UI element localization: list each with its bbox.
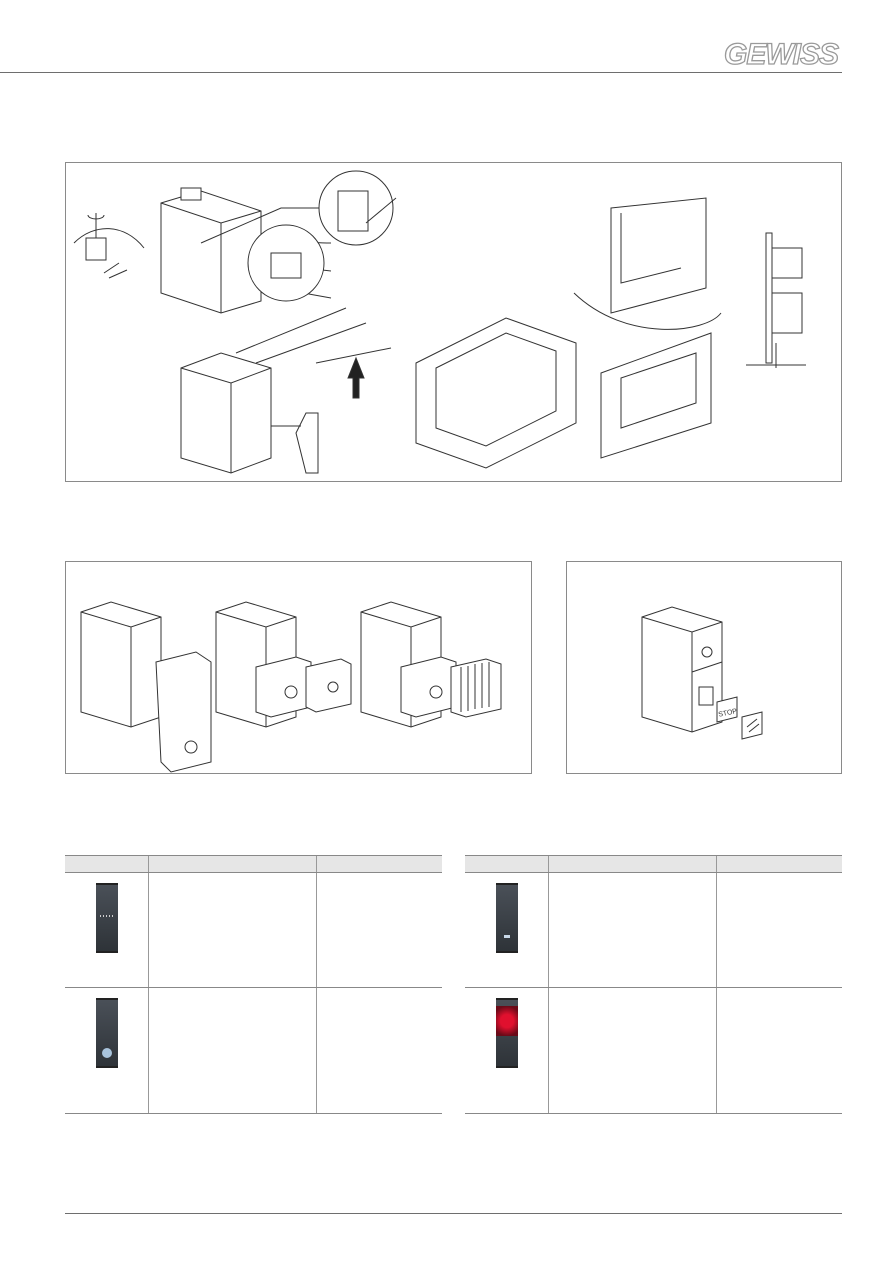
module-with-blank [360,601,502,728]
table-row [65,987,442,1114]
label-insert-panel: STOP [566,561,842,774]
product-table-left [65,855,442,1114]
stop-label-card [716,696,738,723]
table-row [465,872,842,988]
label-insert-drawing: STOP [641,606,763,740]
footer-rule [65,1213,842,1214]
plate-side-profile [746,232,806,368]
transparent-lens [741,711,763,740]
table-row [465,987,842,1114]
column-header [316,855,442,873]
cover-assembly-panel [65,561,532,774]
cover-assembly-drawing [80,601,502,773]
wiring-module [160,187,371,314]
header-rule [0,72,842,73]
cover-plate [610,197,707,314]
red-lamp-image [495,998,518,1068]
installation-illustration-panel [65,162,842,482]
column-header [148,855,317,873]
module-with-button [215,601,352,728]
module-removal [180,307,392,474]
indicator-button-image [95,998,118,1068]
module-with-rocker [80,601,212,773]
cover-plate-front [600,332,712,459]
installation-drawing [73,170,806,474]
key-button-image [495,883,518,953]
table-row [65,872,442,988]
product-table-right [465,855,842,1114]
stop-label-text: STOP [718,708,738,719]
gewiss-logo: GEWISS [723,38,839,71]
column-header [65,855,149,873]
column-header [716,855,842,873]
column-header [548,855,717,873]
mounting-frame [415,317,577,469]
dimmer-module-image [95,883,118,953]
terminal-detail [73,213,145,279]
column-header [465,855,549,873]
zoom-arc [573,292,722,330]
